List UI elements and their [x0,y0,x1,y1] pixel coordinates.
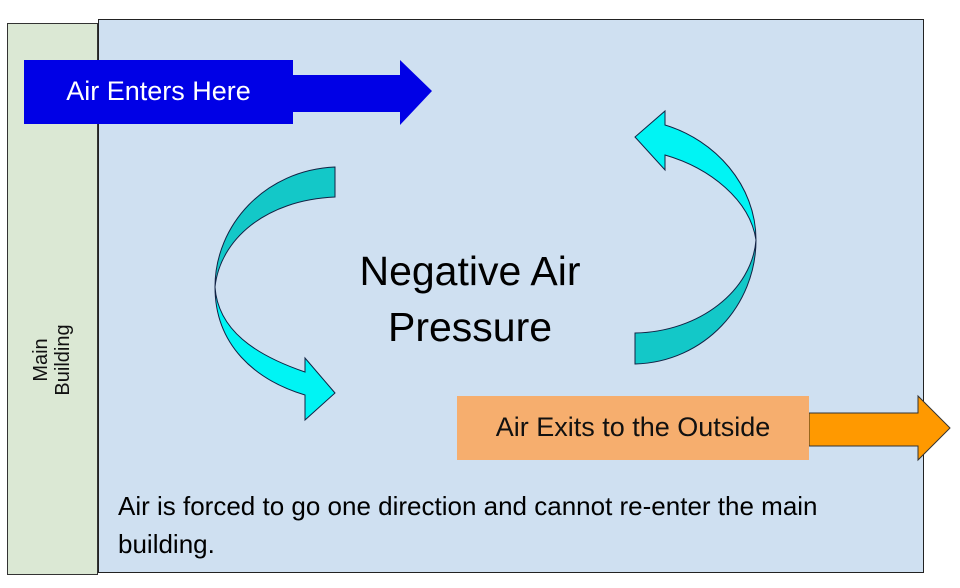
title-line-2: Pressure [387,304,553,350]
air-exit-box [457,396,809,460]
air-enters-label: Air Enters Here [66,76,251,106]
circulation-arrow-right-top [634,109,757,241]
title-line-1: Negative Air [359,248,581,294]
air-exit-arrow-shaft [808,394,951,462]
air-enter-arrow [24,60,432,125]
negative-air-pressure-title: Negative Air Pressure [300,243,640,355]
air-exits-label: Air Exits to the Outside [495,412,771,442]
circulation-arrow-left-bottom [214,286,336,422]
explanation-note: Air is forced to go one direction and ca… [118,491,818,559]
circulation-arrow-right-bottom [634,239,757,365]
